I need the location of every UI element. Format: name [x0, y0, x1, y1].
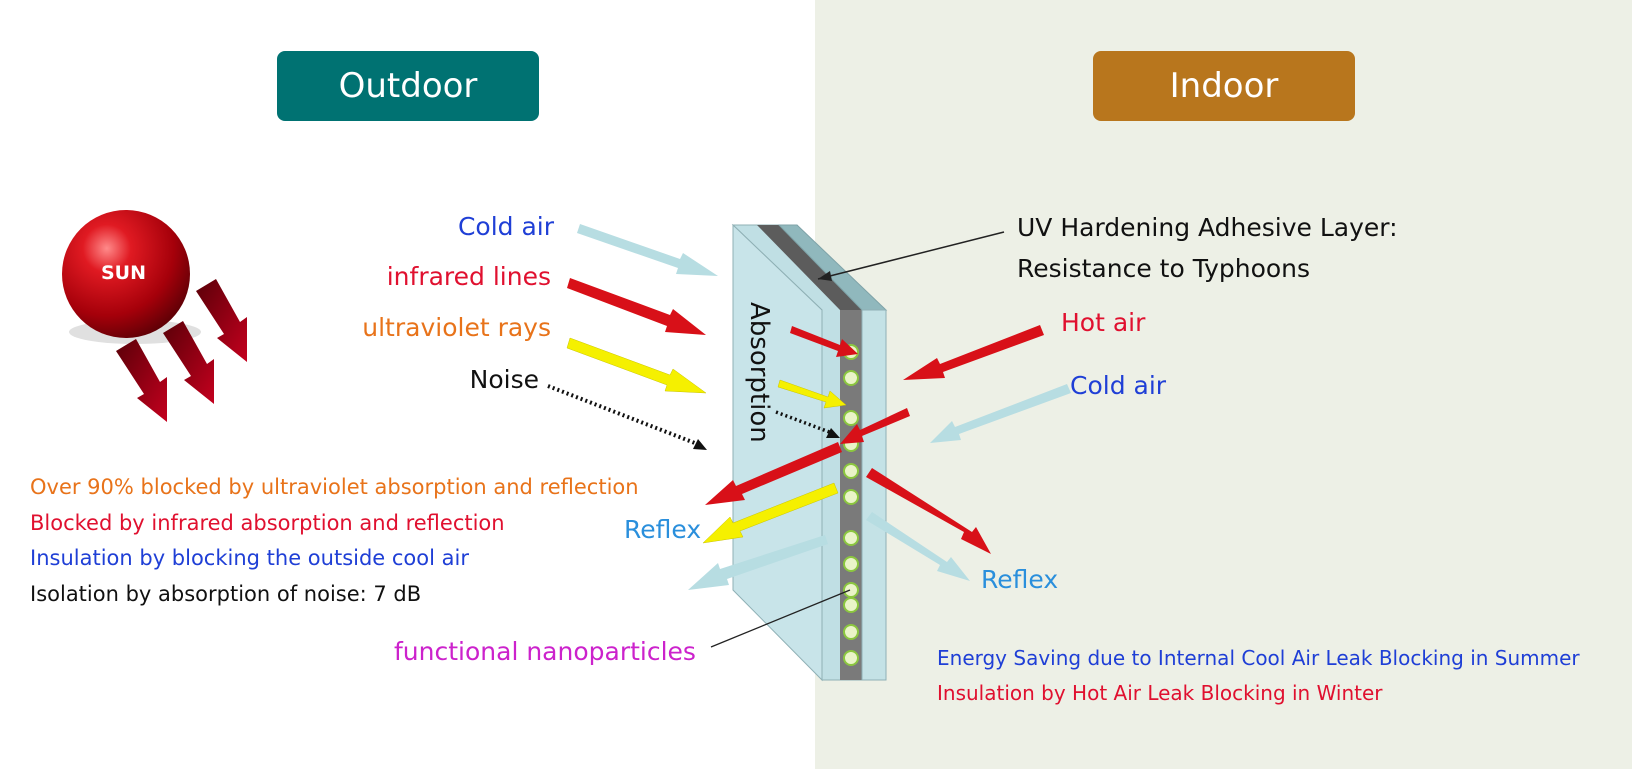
indoor-header: Indoor — [1093, 51, 1355, 121]
hot-air-absorb-arrow — [840, 408, 910, 444]
sun-label: SUN — [101, 262, 147, 284]
infrared-reflect-arrow — [705, 442, 842, 505]
nanoparticle-leader-line — [710, 589, 851, 648]
infrared-label: infrared lines — [386, 262, 551, 291]
nanoparticles-label: functional nanoparticles — [394, 637, 696, 666]
nanoparticles — [843, 344, 859, 666]
uv-layer-label-line1: UV Hardening Adhesive Layer: — [1017, 213, 1398, 242]
laminated-glass — [731, 223, 888, 682]
uv-layer-leader-line — [817, 231, 1005, 280]
outdoor-reflex-label: Reflex — [624, 515, 702, 544]
indoor-reflex-label: Reflex — [981, 565, 1059, 594]
sun-rays — [116, 279, 247, 422]
absorption-label: Absorption — [744, 302, 774, 443]
infrared-in-arrow — [567, 278, 706, 335]
outdoor-note-cool-air: Insulation by blocking the outside cool … — [30, 546, 469, 570]
ultraviolet-reflect-arrow — [702, 482, 839, 544]
outdoor-note-uv: Over 90% blocked by ultraviolet absorpti… — [30, 475, 639, 499]
indoor-note-summer: Energy Saving due to Internal Cool Air L… — [937, 646, 1580, 670]
hot-air-in-arrow — [903, 325, 1044, 380]
noise-absorb-arrow — [775, 410, 840, 438]
ultraviolet-absorb-arrow — [777, 379, 847, 409]
ultraviolet-label: ultraviolet rays — [362, 313, 551, 342]
cold-air-label: Cold air — [457, 212, 554, 241]
outdoor-note-infrared: Blocked by infrared absorption and refle… — [30, 511, 505, 535]
outdoor-header: Outdoor — [277, 51, 539, 121]
cold-air-reflect-arrow — [688, 535, 828, 590]
indoor-cold-air-label: Cold air — [1070, 371, 1167, 400]
hot-air-label: Hot air — [1061, 308, 1146, 337]
indoor-note-winter: Insulation by Hot Air Leak Blocking in W… — [937, 681, 1383, 705]
cold-air-indoor-arrow — [930, 384, 1071, 443]
noise-in-arrow — [547, 384, 707, 450]
uv-layer-label-line2: Resistance to Typhoons — [1017, 254, 1311, 283]
ultraviolet-in-arrow — [566, 337, 707, 394]
cold-air-in-arrow — [577, 224, 718, 276]
hot-air-reflect-arrow — [866, 468, 991, 554]
cold-air-reflect-indoor-arrow — [866, 512, 970, 581]
infrared-absorb-arrow — [790, 326, 858, 357]
outdoor-note-noise: Isolation by absorption of noise: 7 dB — [30, 582, 422, 606]
indoor-background — [815, 0, 1632, 769]
noise-label: Noise — [469, 365, 539, 394]
